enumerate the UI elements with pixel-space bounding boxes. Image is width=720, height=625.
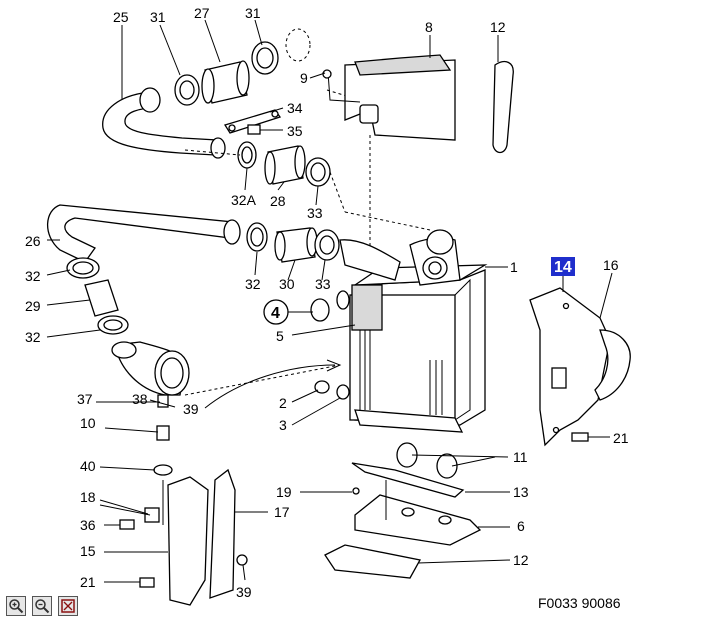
callout-10[interactable]: 10 <box>80 415 96 431</box>
zoom-fit-icon <box>61 599 75 613</box>
callout-28[interactable]: 28 <box>270 193 286 209</box>
callout-27[interactable]: 27 <box>194 5 210 21</box>
callout-9[interactable]: 9 <box>300 70 308 86</box>
reference-code: F0033 90086 <box>538 595 621 611</box>
lower-mounts <box>324 442 482 579</box>
zoom-toolbar <box>6 596 78 616</box>
top-bracket <box>322 54 456 141</box>
callout-14-highlight[interactable]: 14 <box>551 257 575 276</box>
callout-6[interactable]: 6 <box>517 518 525 534</box>
callout-17[interactable]: 17 <box>274 504 290 520</box>
callout-32[interactable]: 32 <box>25 329 41 345</box>
callout-35[interactable]: 35 <box>287 123 303 139</box>
callout-25[interactable]: 25 <box>113 9 129 25</box>
callout-13[interactable]: 13 <box>513 484 529 500</box>
callout-38[interactable]: 38 <box>132 391 148 407</box>
callout-29[interactable]: 29 <box>25 298 41 314</box>
callout-5[interactable]: 5 <box>276 328 284 344</box>
callout-32[interactable]: 32 <box>25 268 41 284</box>
callout-18[interactable]: 18 <box>80 489 96 505</box>
callout-12[interactable]: 12 <box>490 19 506 35</box>
callout-11[interactable]: 11 <box>513 449 528 465</box>
callout-labels: 25 31 27 31 8 12 9 34 35 32A 28 33 26 1 … <box>25 5 629 611</box>
callout-3[interactable]: 3 <box>279 417 287 433</box>
middle-hose-assembly <box>184 141 431 231</box>
callout-26[interactable]: 26 <box>25 233 41 249</box>
callout-37[interactable]: 37 <box>77 391 93 407</box>
callout-36[interactable]: 36 <box>80 517 96 533</box>
callout-39[interactable]: 39 <box>183 401 199 417</box>
callout-1[interactable]: 1 <box>510 259 518 275</box>
side-panel-top <box>492 61 514 154</box>
callout-15[interactable]: 15 <box>80 543 96 559</box>
callout-21[interactable]: 21 <box>613 430 629 446</box>
callout-12[interactable]: 12 <box>513 552 529 568</box>
callout-31[interactable]: 31 <box>150 9 166 25</box>
intercooler <box>310 229 508 433</box>
callout-31[interactable]: 31 <box>245 5 261 21</box>
upper-hose-assembly <box>102 28 311 159</box>
leader-lines <box>46 19 511 583</box>
lower-left-parts <box>99 394 248 606</box>
callout-4[interactable]: 4 <box>271 305 280 322</box>
callout-33[interactable]: 33 <box>315 276 331 292</box>
callout-40[interactable]: 40 <box>80 458 96 474</box>
callout-14[interactable]: 14 <box>554 259 572 276</box>
callout-21[interactable]: 21 <box>80 574 96 590</box>
callout-34[interactable]: 34 <box>287 100 303 116</box>
zoom-out-button[interactable] <box>32 596 52 616</box>
zoom-in-icon <box>9 599 24 614</box>
callout-30[interactable]: 30 <box>279 276 295 292</box>
zoom-out-icon <box>35 599 50 614</box>
callout-8[interactable]: 8 <box>425 19 433 35</box>
callout-33[interactable]: 33 <box>307 205 323 221</box>
callout-39[interactable]: 39 <box>236 584 252 600</box>
callout-16[interactable]: 16 <box>603 257 619 273</box>
callout-2[interactable]: 2 <box>279 395 287 411</box>
callout-19[interactable]: 19 <box>276 484 292 500</box>
callout-32A[interactable]: 32A <box>231 192 257 208</box>
deflector-assembly <box>529 272 631 447</box>
lower-hose-assembly <box>47 204 340 396</box>
zoom-in-button[interactable] <box>6 596 26 616</box>
callout-32[interactable]: 32 <box>245 276 261 292</box>
zoom-fit-button[interactable] <box>58 596 78 616</box>
